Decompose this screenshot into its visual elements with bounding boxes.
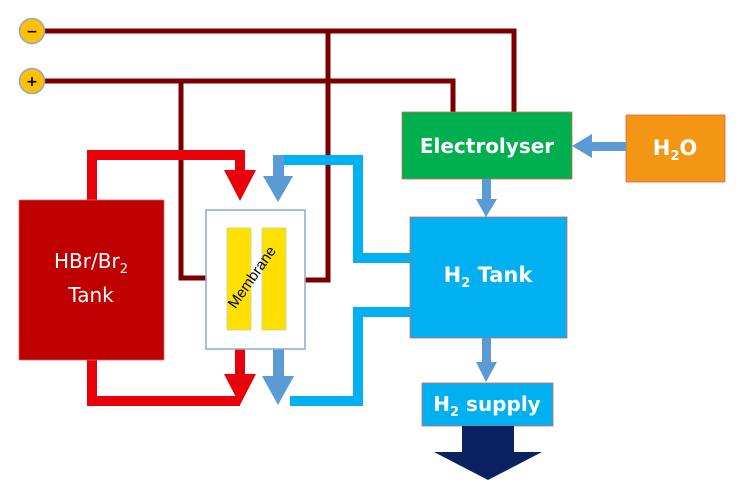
water-source: H2O (625, 114, 726, 183)
h2-supply-box (421, 382, 554, 427)
water-box (625, 114, 726, 183)
output-arrow-icon (434, 426, 542, 480)
wire-positive-membrane (178, 81, 206, 281)
h2-supply-label: H2 supply (433, 392, 540, 420)
hbr-supply-pipe (87, 150, 245, 200)
hbr-inlet-arrow-icon (224, 170, 256, 201)
water-feed-shaft (590, 142, 626, 151)
electrode-left (226, 227, 252, 331)
plus-icon: + (26, 74, 38, 90)
hbr-return-pipe (87, 360, 240, 406)
electrolyser-h2-arrow-icon (476, 199, 497, 217)
hbr-flow (87, 150, 245, 406)
h2-tank-box (409, 216, 568, 339)
wire-positive-bus (44, 78, 456, 114)
h2-inlet-arrow-icon (263, 176, 293, 202)
membrane-cell-box (205, 209, 306, 350)
hbr-tank: HBr/Br2 Tank (18, 199, 165, 361)
minus-icon: − (26, 24, 38, 40)
electrolyser-h2-shaft (482, 179, 491, 201)
h2-tank: H2 Tank (409, 216, 568, 339)
h2-tank-label: H2 Tank (444, 263, 534, 291)
electrolyser-label: Electrolyser (420, 134, 554, 158)
hbr-tank-box (18, 199, 165, 361)
h2-return-pipe (290, 307, 412, 406)
h2-supply-arrow-icon (476, 362, 497, 382)
terminal-positive-circle (18, 67, 46, 95)
membrane-cell: Membrane (205, 209, 306, 350)
terminal-negative-circle (18, 17, 46, 45)
h2-outlet-arrow-icon (262, 376, 294, 405)
hbr-tank-label-line1: HBr/Br2 (54, 249, 128, 277)
h2-supply-shaft (482, 338, 491, 364)
h2-supply-pipe (278, 155, 412, 263)
electrolyser-box (401, 111, 573, 180)
electrolyser: Electrolyser (401, 111, 573, 180)
h2-flow (278, 155, 412, 406)
wire-negative-bus (44, 28, 517, 114)
electrode-right (261, 227, 287, 331)
h2-supply: H2 supply (421, 382, 554, 427)
terminal-positive: + (18, 67, 46, 95)
hbr-outlet-arrow-icon (224, 374, 256, 405)
water-feed-arrow-icon (572, 134, 592, 158)
water-label: H2O (653, 136, 697, 164)
h2-membrane-inlet-stub (273, 155, 284, 177)
h2-membrane-outlet-stub (273, 349, 284, 377)
terminal-negative: − (18, 17, 46, 45)
hbr-tank-label-line2: Tank (67, 283, 114, 307)
